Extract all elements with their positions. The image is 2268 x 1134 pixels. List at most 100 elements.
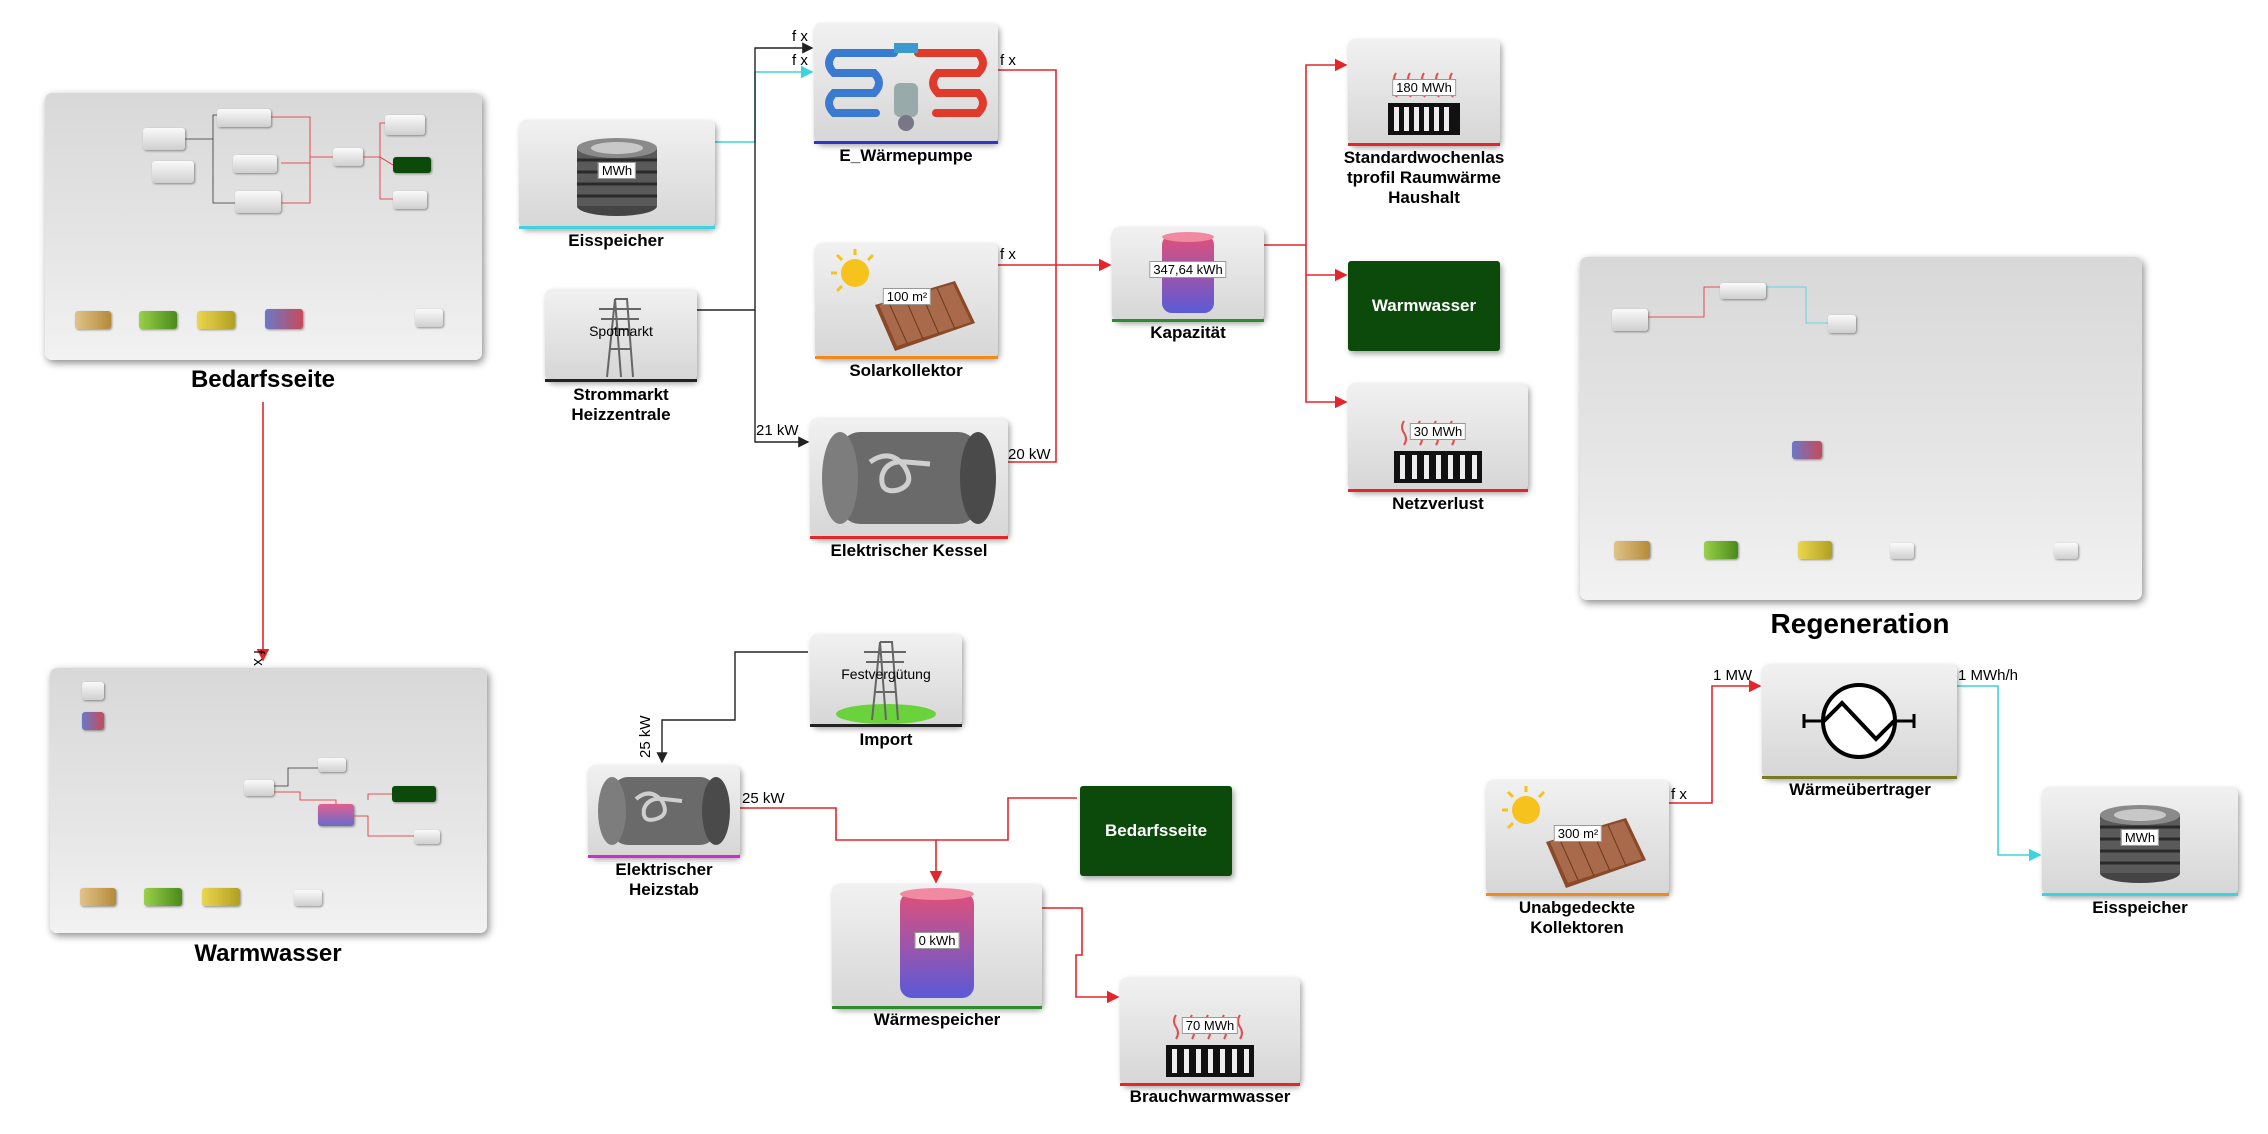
node-underline bbox=[814, 141, 998, 144]
heat-exchanger-icon bbox=[1802, 683, 1916, 759]
flow-label-heizstab-out: 25 kW bbox=[742, 790, 785, 807]
thumbnail-node bbox=[197, 311, 235, 329]
node-strommarkt[interactable]: Spotmarkt bbox=[545, 289, 697, 382]
thumbnail-node bbox=[1828, 315, 1856, 333]
thumbnail-node bbox=[235, 191, 281, 213]
node-warmwasser[interactable]: Warmwasser bbox=[1348, 261, 1500, 351]
subsystem-warmwasser[interactable] bbox=[50, 668, 487, 933]
node-elektrischer-heizstab[interactable] bbox=[588, 765, 740, 858]
flow-heizstab-waermespeicher bbox=[740, 807, 943, 884]
flow-label-kessel-in: 21 kW bbox=[756, 422, 799, 439]
node-underline bbox=[519, 226, 715, 229]
thumbnail-node bbox=[1614, 541, 1650, 559]
flow-bedarfsseite-waermespeicher bbox=[936, 797, 1077, 841]
node-label-waermepumpe: E_Wärmepumpe bbox=[839, 146, 973, 165]
node-waermeuebertrager[interactable] bbox=[1762, 664, 1957, 779]
node-netzverlust[interactable]: 30 MWh bbox=[1348, 383, 1528, 492]
node-label-import: Import bbox=[859, 730, 913, 749]
thumbnail-node bbox=[265, 309, 303, 329]
thumbnail-node bbox=[82, 712, 104, 730]
thumbnail-node bbox=[143, 128, 185, 150]
node-waermepumpe[interactable] bbox=[814, 23, 998, 144]
flow-label-import-out: 25 kW bbox=[637, 715, 654, 758]
ice-storage-icon bbox=[2100, 805, 2180, 883]
node-label-eisspeicher: Eisspeicher bbox=[568, 231, 664, 250]
subsystem-title-bedarfsseite: Bedarfsseite bbox=[190, 366, 336, 393]
flow-label-wp-in-1: f x bbox=[792, 28, 808, 45]
node-value: 30 MWh bbox=[1409, 423, 1467, 440]
node-label-waermespeicher: Wärmespeicher bbox=[873, 1010, 1001, 1029]
ice-storage-icon bbox=[577, 138, 657, 216]
thumbnail-node bbox=[217, 109, 271, 127]
thumbnail-wires bbox=[185, 114, 394, 204]
flow-kapazitaet-netzverlust bbox=[1305, 275, 1348, 409]
node-waermespeicher[interactable]: 0 kWh bbox=[832, 884, 1042, 1009]
node-kapazitaet[interactable]: 347,64 kWh bbox=[1112, 227, 1264, 322]
thumbnail-wires bbox=[1648, 286, 1828, 324]
node-underline bbox=[1486, 893, 1669, 896]
flow-kapazitaet-warmwasser bbox=[1305, 245, 1348, 282]
flow-label-kessel-out: 20 kW bbox=[1008, 446, 1051, 463]
node-label-kapazitaet: Kapazität bbox=[1150, 323, 1226, 342]
node-brauchwarmwasser[interactable]: 70 MWh bbox=[1120, 977, 1300, 1086]
node-value: 100 m² bbox=[882, 288, 932, 305]
thumbnail-node bbox=[1612, 309, 1648, 331]
subsystem-title-regeneration: Regeneration bbox=[1770, 608, 1950, 639]
node-value: 347,64 kWh bbox=[1149, 261, 1227, 278]
thumbnail-node bbox=[1720, 283, 1766, 299]
thumbnail-node bbox=[385, 115, 425, 135]
node-value: 300 m² bbox=[1553, 825, 1603, 842]
node-label-unabgedeckte-kollektoren: Unabgedeckte Kollektoren bbox=[1518, 898, 1636, 937]
node-unabgedeckte-kollektoren[interactable]: 300 m² bbox=[1486, 780, 1669, 896]
node-label-strommarkt: Strommarkt Heizzentrale bbox=[571, 385, 671, 424]
power-tower-icon bbox=[599, 298, 641, 378]
node-label-solarkollektor: Solarkollektor bbox=[849, 361, 963, 380]
node-underline bbox=[1762, 776, 1957, 779]
flow-waermeuebertrager-eisspeicher bbox=[1955, 685, 2042, 862]
thumbnail-node bbox=[202, 888, 240, 906]
node-eisspeicher-regeneration[interactable]: MWh bbox=[2042, 787, 2238, 896]
electric-boiler-icon bbox=[598, 777, 730, 845]
flow-label-kollektor-out: f x bbox=[1671, 786, 1687, 803]
node-standardwochenlastprofil[interactable]: 180 MWh bbox=[1348, 39, 1500, 146]
subsystem-regeneration[interactable] bbox=[1580, 257, 2142, 600]
thumbnail-node bbox=[80, 888, 116, 906]
thumbnail-node bbox=[294, 890, 322, 906]
thumbnail-node bbox=[333, 148, 363, 166]
node-solarkollektor[interactable]: 100 m² bbox=[815, 243, 998, 359]
node-import[interactable]: Festvergütung bbox=[810, 634, 962, 727]
node-underline bbox=[1348, 143, 1500, 146]
thumbnail-node bbox=[244, 780, 274, 796]
node-value: MWh bbox=[2120, 829, 2160, 846]
flow-label-wp-in-2: f x bbox=[792, 52, 808, 69]
flow-label-wp-out: f x bbox=[1000, 52, 1016, 69]
thumbnail-node bbox=[2054, 543, 2078, 559]
thumbnail-node bbox=[82, 682, 104, 700]
thumbnail-node bbox=[75, 311, 111, 329]
radiator-icon bbox=[1166, 1014, 1254, 1077]
node-value: Festvergütung bbox=[841, 666, 931, 682]
subsystem-title-warmwasser: Warmwasser bbox=[194, 940, 342, 967]
node-eisspeicher[interactable]: MWh bbox=[519, 120, 715, 229]
thumbnail-node bbox=[1890, 543, 1914, 559]
flow-waermepumpe-kapazitaet bbox=[998, 69, 1057, 265]
flow-strommarkt-kessel bbox=[754, 310, 810, 448]
radiator-icon bbox=[1394, 420, 1482, 483]
flow-label-solar-out: f x bbox=[1000, 246, 1016, 263]
node-label-netzverlust: Netzverlust bbox=[1392, 494, 1484, 513]
node-underline bbox=[815, 356, 998, 359]
node-underline bbox=[2042, 893, 2238, 896]
node-elektrischer-kessel[interactable] bbox=[810, 418, 1008, 539]
flow-import-heizstab bbox=[656, 651, 808, 764]
thumbnail-node bbox=[152, 161, 194, 183]
electric-boiler-icon bbox=[822, 432, 996, 524]
node-bedarfsseite[interactable]: Bedarfsseite bbox=[1080, 786, 1232, 876]
node-underline bbox=[545, 379, 697, 382]
node-underline bbox=[1120, 1083, 1300, 1086]
thumbnail-node bbox=[393, 191, 427, 209]
node-underline bbox=[588, 855, 740, 858]
subsystem-bedarfsseite[interactable] bbox=[45, 93, 482, 360]
node-label-eisspeicher-regeneration: Eisspeicher bbox=[2092, 898, 2188, 917]
heat-pump-icon bbox=[825, 43, 987, 131]
thumbnail-node bbox=[393, 157, 431, 173]
